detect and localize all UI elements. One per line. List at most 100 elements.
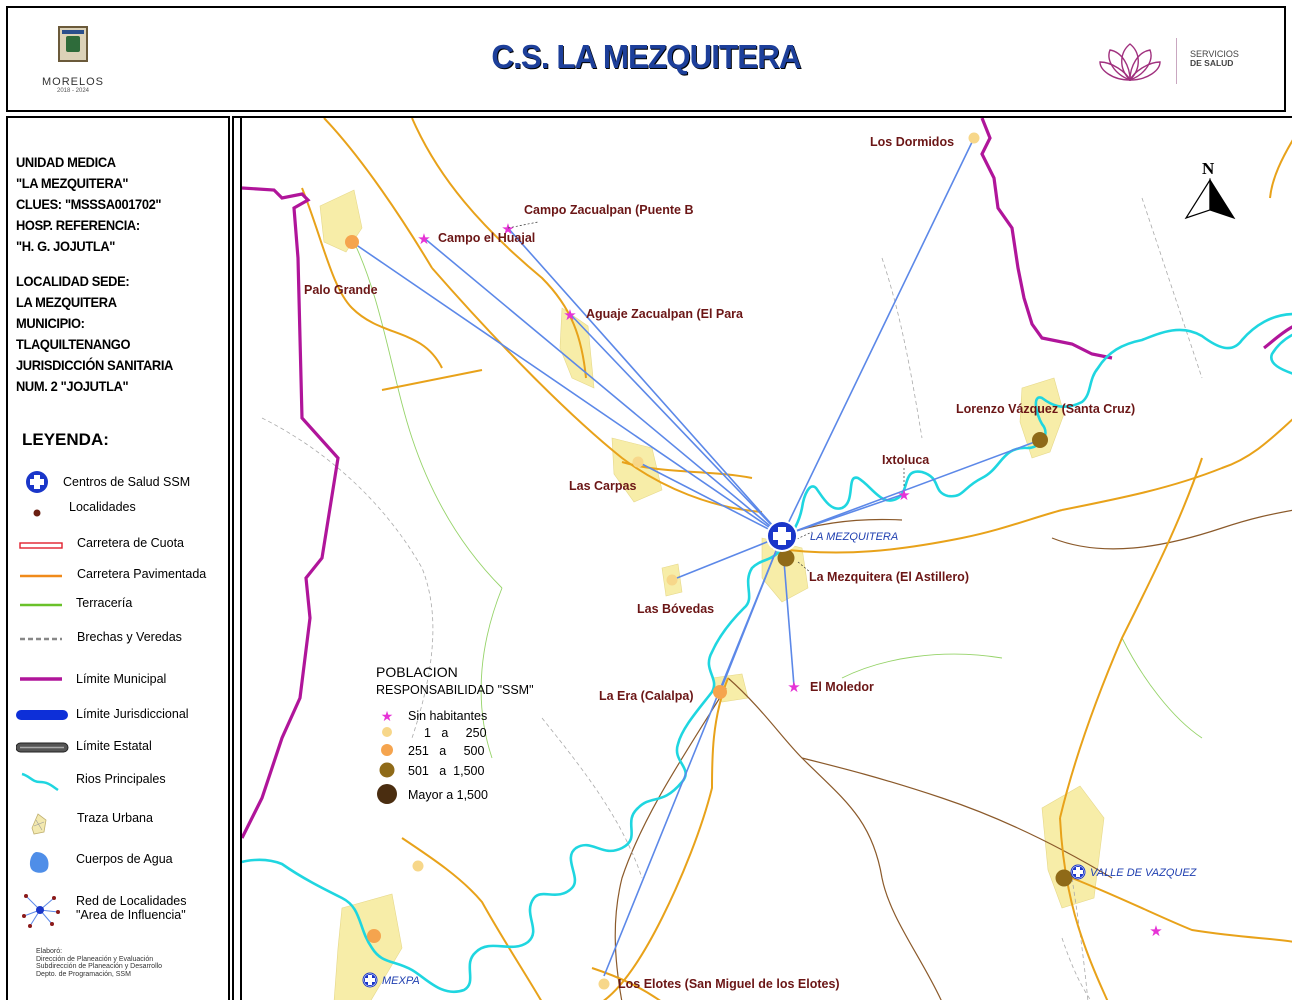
place-label: Las Carpas <box>569 479 636 493</box>
health-center-valle[interactable]: VALLE DE VAZQUEZ <box>1070 864 1198 880</box>
water-body-icon <box>29 852 49 873</box>
place-label: Palo Grande <box>304 283 378 297</box>
legend-item-municipal: Límite Municipal <box>8 666 228 694</box>
legend-label: Cuerpos de Agua <box>76 852 173 866</box>
pop-dot-251-500 <box>381 744 393 756</box>
locality-dot <box>777 549 795 567</box>
locality-dot-icon <box>33 509 41 517</box>
star-icon: ★ <box>501 221 514 238</box>
jurisdiction-limit-icon <box>16 710 68 720</box>
star-icon: ★ <box>897 487 910 504</box>
health-center-label: VALLE DE VAZQUEZ <box>1090 867 1198 879</box>
place-label: Los Dormidos <box>870 135 954 149</box>
place-label: El Moledor <box>810 680 874 694</box>
rivers <box>242 312 1292 993</box>
paved-roads <box>301 118 1292 1000</box>
place-label: Los Elotes (San Miguel de los Elotes) <box>618 977 840 991</box>
servicios-salud-line1: SERVICIOS <box>1190 49 1239 59</box>
info-line: "LA MEZQUITERA" <box>16 175 129 191</box>
toll-road-icon <box>19 542 63 549</box>
legend-label: Traza Urbana <box>77 811 153 825</box>
legend-item-cuerpos: Cuerpos de Agua <box>8 846 228 874</box>
population-legend: POBLACION RESPONSABILIDAD "SSM" ★ Sin ha… <box>376 664 534 804</box>
north-arrow: N <box>1184 159 1236 220</box>
legend-label: Localidades <box>69 500 136 514</box>
info-line: UNIDAD MEDICA <box>16 154 116 170</box>
legend-label: Red de Localidades <box>76 894 187 908</box>
legend-item-localidades: Localidades <box>8 496 228 524</box>
logo-divider <box>1176 38 1177 84</box>
locality-dot <box>1055 869 1073 887</box>
influence-line <box>781 439 1041 537</box>
population-legend-subtitle: RESPONSABILIDAD "SSM" <box>376 683 534 697</box>
influence-line <box>781 493 905 537</box>
legend-label: Carretera Pavimentada <box>77 567 207 581</box>
uninhabited-markers: ★ ★ ★ ★ ★ ★ <box>417 221 1162 940</box>
map-header: MORELOS 2018 - 2024 C.S. LA MEZQUITERA S… <box>6 6 1286 112</box>
population-class: Mayor a 1,500 <box>408 788 488 802</box>
legend-label: Centros de Salud SSM <box>63 475 191 489</box>
legend-item-pavimentada: Carretera Pavimentada <box>8 563 228 591</box>
urban-trace-icon <box>31 813 47 835</box>
sidebar-panel: UNIDAD MEDICA "LA MEZQUITERA" CLUES: "MS… <box>6 116 230 1000</box>
legend-item-cuota: Carretera de Cuota <box>8 532 228 560</box>
municipal-limit-icon <box>20 677 62 681</box>
place-label: Campo el Huajal <box>438 231 535 245</box>
unit-info: UNIDAD MEDICA "LA MEZQUITERA" CLUES: "MS… <box>16 152 173 397</box>
place-label: Aguaje Zacualpan (El Para <box>586 307 744 321</box>
pop-dot-501-1500 <box>379 762 395 778</box>
health-center-mexpa[interactable]: MEXPA <box>362 972 420 988</box>
legend-item-terraceria: Terracería <box>8 592 228 620</box>
legend-label: Límite Jurisdiccional <box>76 707 189 721</box>
legend-label: Carretera de Cuota <box>77 536 185 550</box>
river-icon <box>21 772 59 792</box>
morelos-logo: MORELOS 2018 - 2024 <box>38 26 108 106</box>
population-legend-title: POBLACION <box>376 664 458 680</box>
health-center-label: LA MEZQUITERA <box>810 531 898 543</box>
place-label: Lorenzo Vázquez (Santa Cruz) <box>956 402 1135 416</box>
trails <box>261 197 1203 1000</box>
info-line: JURISDICCIÓN SANITARIA <box>16 357 173 373</box>
influence-line <box>507 227 783 537</box>
legend-label: Brechas y Veredas <box>77 630 182 644</box>
info-line: MUNICIPIO: <box>16 315 85 331</box>
legend-item-estatal: Límite Estatal <box>8 734 228 762</box>
star-icon: ★ <box>563 307 576 324</box>
locality-markers <box>345 132 1073 990</box>
morelos-logo-name: MORELOS <box>41 76 104 88</box>
credits: Elaboró: Dirección de Planeación y Evalu… <box>36 948 162 978</box>
servicios-salud-line2: DE SALUD <box>1190 58 1234 68</box>
legend-label: "Area de Influencia" <box>76 908 186 922</box>
influence-line <box>569 313 783 537</box>
map-canvas[interactable]: N ★ ★ ★ ★ ★ ★ <box>240 116 1292 1000</box>
influence-network-icon <box>22 894 60 928</box>
locality-dot <box>666 574 678 586</box>
legend-label: Límite Estatal <box>76 739 152 753</box>
credit-line: Depto. de Programación, SSM <box>36 970 131 978</box>
locality-dot <box>632 456 644 468</box>
morelos-seal-icon <box>58 26 88 62</box>
influence-line <box>603 535 783 977</box>
info-line: CLUES: "MSSSA001702" <box>16 196 162 212</box>
servicios-salud-text: SERVICIOS DE SALUD <box>1190 50 1239 68</box>
info-line: LOCALIDAD SEDE: <box>16 273 130 289</box>
info-line: TLAQUILTENANGO <box>16 336 131 352</box>
north-label: N <box>1202 159 1215 178</box>
info-line: NUM. 2 "JOJUTLA" <box>16 378 129 394</box>
locality-dot <box>367 929 381 943</box>
influence-line <box>781 137 975 537</box>
star-icon: ★ <box>1149 923 1162 940</box>
influence-line <box>423 237 783 537</box>
lotus-flower-icon <box>1099 43 1161 82</box>
legend-item-rios: Rios Principales <box>8 766 228 794</box>
morelos-logo-years: 2018 - 2024 <box>56 88 90 94</box>
servicios-salud-logo: SERVICIOS DE SALUD <box>1098 36 1268 88</box>
trail-icon <box>20 637 62 641</box>
population-class: 1 a 250 <box>424 726 487 740</box>
legend-item-jurisdiccional: Límite Jurisdiccional <box>8 702 228 730</box>
population-class: 251 a 500 <box>408 744 484 758</box>
locality-dot <box>412 860 424 872</box>
place-label: La Mezquitera (El Astillero) <box>809 570 969 584</box>
influence-line <box>637 461 783 537</box>
health-center-mezquitera[interactable]: LA MEZQUITERA <box>766 520 898 552</box>
